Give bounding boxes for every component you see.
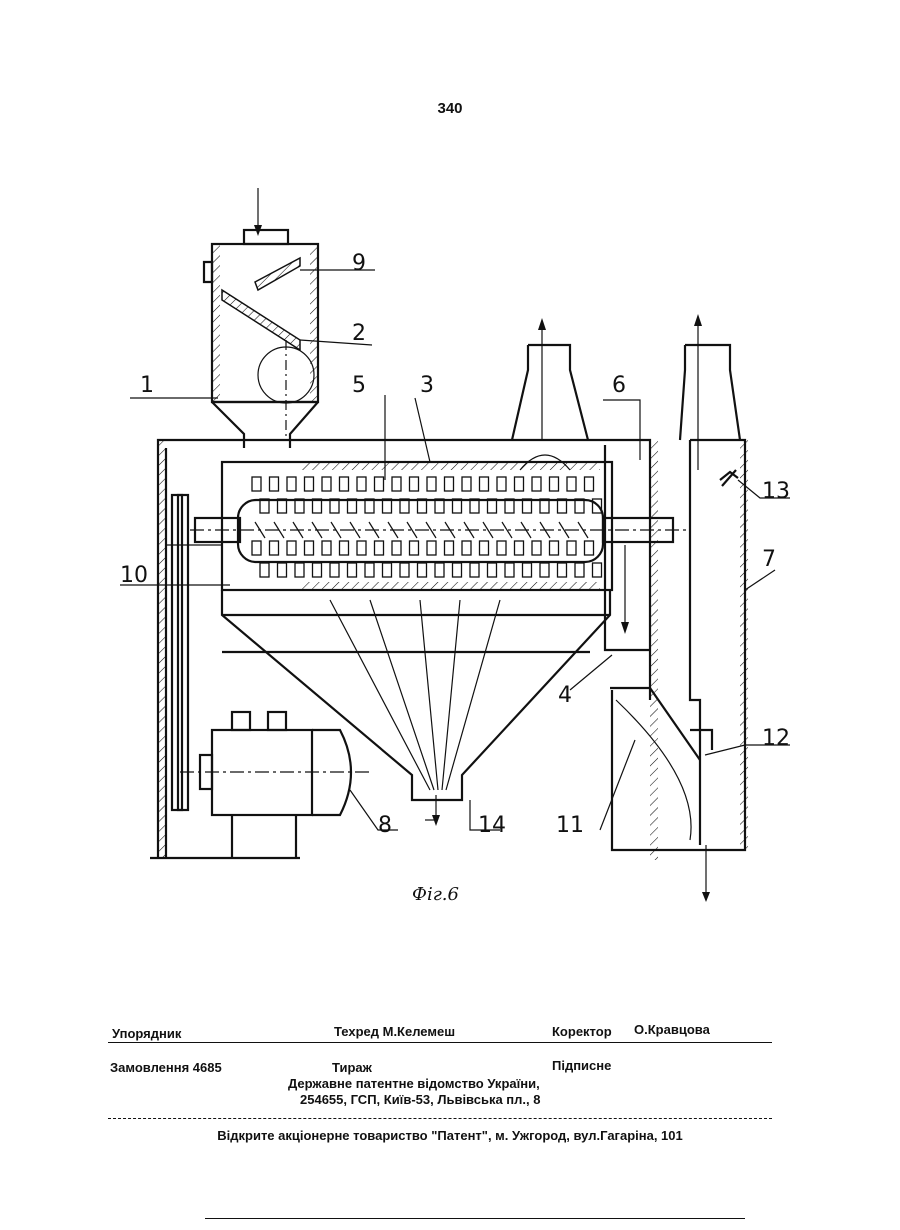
rotor-beater <box>383 563 392 577</box>
rotor-beater <box>453 563 462 577</box>
rotor-beater <box>305 541 314 555</box>
label-3: 3 <box>420 373 434 398</box>
publisher-line: Відкрите акціонерне товариство "Патент",… <box>0 1128 900 1143</box>
figure-caption: Фіг.6 <box>412 884 459 905</box>
rotor-beater <box>270 541 279 555</box>
office-address: 254655, ГСП, Київ-53, Львівська пл., 8 <box>300 1092 540 1107</box>
rotor-beater <box>313 563 322 577</box>
divider-top <box>108 1042 772 1043</box>
rotor-beater <box>480 541 489 555</box>
label-13: 13 <box>762 479 790 504</box>
rotor-beater <box>470 563 479 577</box>
shaft-blade <box>578 522 588 538</box>
rotor-beater <box>585 477 594 491</box>
label-10: 10 <box>120 563 148 588</box>
rotor-beater <box>418 563 427 577</box>
inlet-arrow <box>254 188 262 236</box>
rotor-beater <box>523 563 532 577</box>
motor <box>180 712 372 858</box>
rotor-beater <box>585 541 594 555</box>
rotor-beater <box>567 541 576 555</box>
rotor-beater <box>357 541 366 555</box>
rotor-beater <box>260 563 269 577</box>
rotor-beater <box>462 541 471 555</box>
separator-column <box>605 314 748 902</box>
label-8: 8 <box>378 813 392 838</box>
rotor-beater <box>550 541 559 555</box>
exhaust-outlet-center <box>512 318 588 470</box>
label-9: 9 <box>352 251 366 276</box>
label-12: 12 <box>762 726 790 751</box>
rotor-beater <box>340 477 349 491</box>
rotor-beater <box>488 563 497 577</box>
rotor-beater <box>445 541 454 555</box>
rotor-beater <box>375 541 384 555</box>
rotor-beater <box>532 477 541 491</box>
rotor-beater <box>558 563 567 577</box>
rotor-beater <box>575 563 584 577</box>
rotor-beater <box>375 477 384 491</box>
compiler-label: Упорядник <box>112 1026 181 1041</box>
rotor-beater <box>410 541 419 555</box>
shaft-blade <box>255 522 265 538</box>
rotor-beater <box>497 477 506 491</box>
rotor-beater <box>410 477 419 491</box>
shaft-blade <box>331 522 341 538</box>
divider-dashed <box>108 1118 772 1119</box>
circulation: Тираж <box>332 1060 372 1075</box>
proofreader-label: Коректор <box>552 1024 612 1039</box>
rotor-beater <box>532 541 541 555</box>
rotor-beater <box>357 477 366 491</box>
rotor-beater <box>540 563 549 577</box>
rotor-beater <box>497 541 506 555</box>
label-6: 6 <box>612 373 626 398</box>
rotor-beater <box>505 563 514 577</box>
rotor-beater <box>445 477 454 491</box>
rotor-beater <box>287 477 296 491</box>
divider-bottom <box>205 1218 745 1219</box>
rotor-beater <box>435 563 444 577</box>
proofreader-name: О.Кравцова <box>634 1022 710 1037</box>
rotor-beater <box>427 541 436 555</box>
feed-hopper <box>204 230 318 448</box>
rotor-beater <box>400 563 409 577</box>
label-2: 2 <box>352 321 366 346</box>
rotor-beater <box>462 477 471 491</box>
rotor-beater <box>322 477 331 491</box>
rotor-beater <box>287 541 296 555</box>
label-5: 5 <box>352 373 366 398</box>
rotor-beater <box>515 477 524 491</box>
label-4: 4 <box>558 683 572 708</box>
patent-office: Державне патентне відомство України, <box>288 1076 540 1091</box>
rotor-beater <box>270 477 279 491</box>
rotor-beater <box>550 477 559 491</box>
label-11: 11 <box>556 813 584 838</box>
techred: Техред М.Келемеш <box>334 1024 455 1039</box>
rotor-beater <box>593 563 602 577</box>
rotor-beater <box>567 477 576 491</box>
rotor-beater <box>295 563 304 577</box>
rotor-beater <box>392 541 401 555</box>
label-1: 1 <box>140 373 154 398</box>
rotor-beater <box>480 477 489 491</box>
rotor-beater <box>365 563 374 577</box>
rotor-beater <box>392 477 401 491</box>
rotor-beater <box>340 541 349 555</box>
rotor-beater <box>252 541 261 555</box>
rotor-drum <box>190 462 690 590</box>
rotor-beater <box>252 477 261 491</box>
rotor-beater <box>278 563 287 577</box>
rotor-beater <box>305 477 314 491</box>
order-number: Замовлення 4685 <box>110 1060 222 1075</box>
rotor-beater <box>348 563 357 577</box>
cone-collector <box>222 590 610 826</box>
label-7: 7 <box>762 547 776 572</box>
rotor-beater <box>515 541 524 555</box>
rotor-beater <box>427 477 436 491</box>
rotor-beater <box>322 541 331 555</box>
label-14: 14 <box>478 813 506 838</box>
rotor-beater <box>330 563 339 577</box>
subscription: Підписне <box>552 1058 611 1073</box>
